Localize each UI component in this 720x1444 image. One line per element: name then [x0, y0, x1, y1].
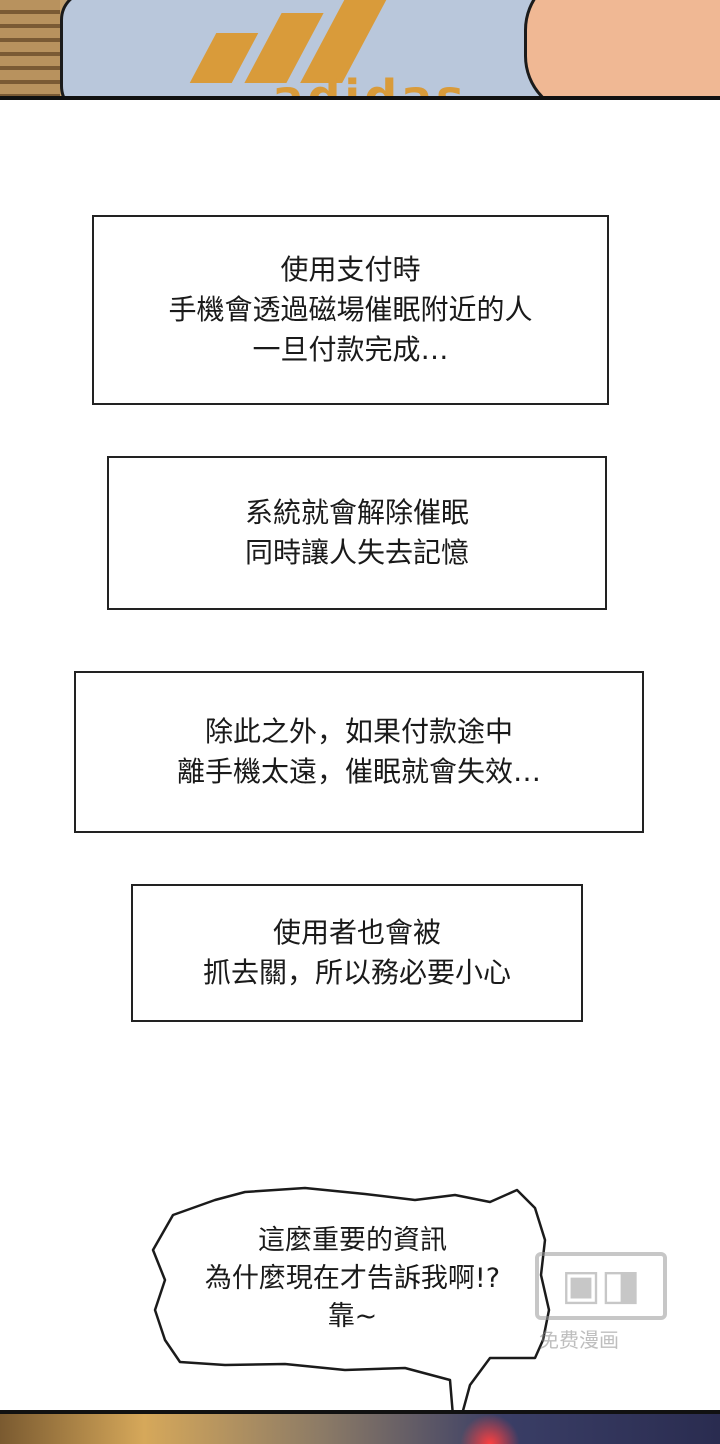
bubble-line: 為什麼現在才告訴我啊!? — [204, 1263, 501, 1294]
shirt-art — [60, 0, 586, 96]
caption-box-4: 使用者也會被 抓去關，所以務必要小心 — [131, 884, 583, 1022]
watermark-text: 免费漫画 — [539, 1328, 619, 1352]
bubble-line: 這麼重要的資訊 — [258, 1225, 447, 1256]
site-watermark: ▣◨ 免费漫画 — [535, 1252, 667, 1357]
top-comic-panel: adidas — [0, 0, 720, 100]
caption-box-2: 系統就會解除催眠 同時讓人失去記憶 — [107, 456, 607, 610]
caption-line: 同時讓人失去記憶 — [244, 536, 469, 569]
speech-bubble: 這麼重要的資訊 為什麼現在才告訴我啊!? 靠~ — [145, 1180, 560, 1440]
watermark-logo-icon: ▣◨ — [535, 1252, 667, 1320]
arm-art — [524, 0, 720, 96]
staircase-art — [0, 0, 60, 96]
shirt-logo-text: adidas — [272, 70, 468, 100]
speech-bubble-outline — [151, 1186, 551, 1440]
bubble-line: 靠~ — [327, 1301, 378, 1332]
caption-line: 手機會透過磁場催眠附近的人 — [168, 293, 533, 326]
caption-line: 系統就會解除催眠 — [244, 496, 469, 529]
caption-line: 離手機太遠，催眠就會失效… — [176, 755, 541, 788]
bottom-comic-panel — [0, 1410, 720, 1444]
caption-line: 除此之外，如果付款途中 — [204, 715, 513, 748]
caption-line: 使用者也會被 — [272, 916, 441, 949]
speech-bubble-text: 這麼重要的資訊 為什麼現在才告訴我啊!? 靠~ — [145, 1222, 560, 1336]
caption-line: 抓去關，所以務必要小心 — [202, 956, 511, 989]
caption-line: 使用支付時 — [280, 253, 421, 286]
caption-box-1: 使用支付時 手機會透過磁場催眠附近的人 一旦付款完成… — [92, 215, 609, 405]
caption-line: 一旦付款完成… — [252, 333, 449, 366]
caption-box-3: 除此之外，如果付款途中 離手機太遠，催眠就會失效… — [74, 671, 644, 833]
red-glow-art — [460, 1414, 520, 1444]
